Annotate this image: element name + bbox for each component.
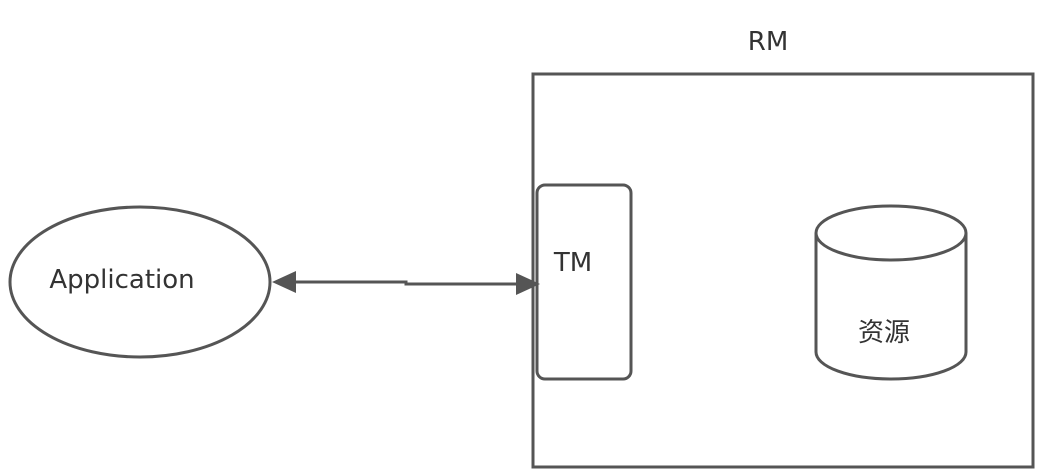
tm-box: [535, 183, 633, 381]
edge-application-tm[interactable]: [272, 271, 540, 295]
resource-cylinder-top: [814, 204, 968, 262]
application-node[interactable]: Application: [8, 205, 272, 359]
application-ellipse: [8, 205, 272, 359]
tm-label: TM: [553, 248, 592, 278]
resource-node[interactable]: 资源: [814, 204, 968, 381]
resource-cylinder-body: [814, 233, 968, 381]
resource-label: 资源: [858, 318, 910, 348]
application-label: Application: [49, 265, 194, 295]
tm-node[interactable]: TM: [535, 183, 633, 381]
arrowhead-left-icon: [272, 271, 296, 293]
edge-application-tm-line: [292, 280, 520, 286]
arrowhead-right-icon: [516, 273, 540, 295]
rm-label: RM: [748, 27, 789, 57]
